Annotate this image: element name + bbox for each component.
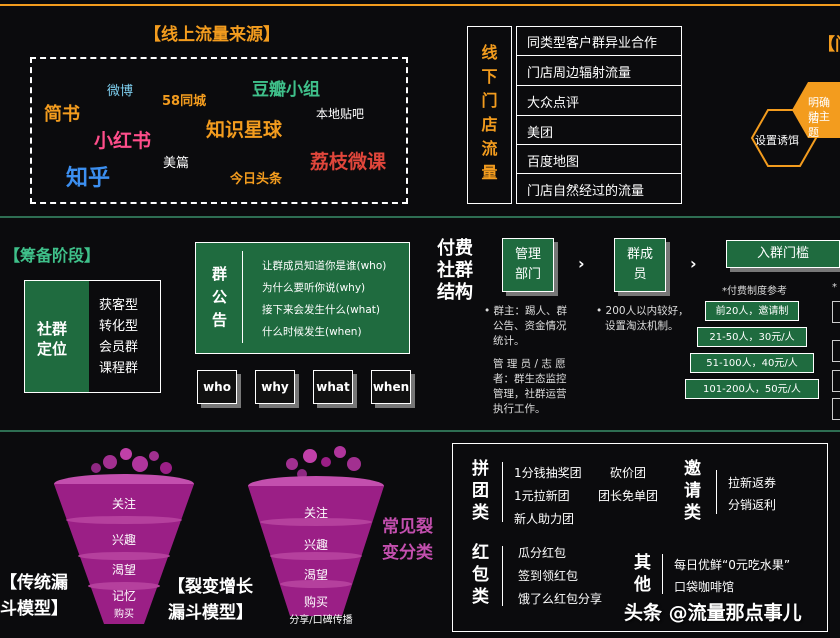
other-items: 每日优鲜“0元吃水果”口袋咖啡馆 (674, 558, 791, 594)
source-58: 58同城 (162, 94, 207, 109)
tag-why: why (255, 370, 295, 404)
offline-item: 大众点评 (517, 86, 681, 116)
hex-theme-l1: 明确活 (808, 96, 830, 125)
member-desc: • 200人以内较好， 设置淘汰机制。 (596, 305, 689, 332)
invite-divider (716, 470, 717, 514)
hex-theme-l2: 动主题 (808, 110, 830, 139)
other-divider (662, 554, 663, 594)
source-tieba: 本地贴吧 (316, 107, 365, 121)
fee-ref-label: *付费制度参考 (722, 286, 787, 297)
online-sources-box (30, 57, 408, 204)
hexagon-filled (792, 82, 840, 138)
online-title: 【线上流量来源】 (144, 25, 280, 45)
offline-item: 门店自然经过的流量 (527, 184, 645, 199)
source-douban: 豆瓣小组 (252, 80, 320, 100)
hex-bait-label: 设置诱饵 (755, 134, 799, 147)
traditional-funnel-title: 【传统漏斗模型】 (0, 573, 68, 619)
offline-label-box: 线下门店流量 (467, 26, 512, 204)
tier-box-cut (832, 340, 840, 362)
member-box: 群成员 (614, 238, 666, 292)
tier-box-cut (832, 370, 840, 392)
source-meipian: 美篇 (163, 156, 190, 171)
fission-stage-attention: 关注 (303, 506, 328, 520)
top-divider (0, 4, 840, 6)
fission-stage-share: 分享/口碑传播 (289, 615, 353, 626)
positioning-label: 社群定位 (37, 320, 68, 358)
announcement-box: 群公告 让群成员知道你是谁(who)为什么要听你说(why)接下来会发生什么(w… (195, 242, 410, 354)
tier-box-cut (832, 301, 840, 323)
fission-stage-interest: 兴趣 (303, 538, 328, 552)
source-zhihu: 知乎 (66, 166, 111, 191)
fission-funnel (248, 446, 384, 616)
divider-1 (0, 216, 840, 218)
hexagon-group (750, 82, 840, 167)
invite-type-label: 邀请类 (684, 459, 701, 523)
tier-box-cut (832, 398, 840, 420)
source-jianshu: 简书 (44, 104, 80, 125)
trad-stage-desire: 渴望 (111, 563, 136, 577)
offline-item: 同类型客户群异业合作 (517, 27, 681, 56)
common-fission-title: 常见裂变分类 (382, 517, 433, 563)
announcement-divider (242, 251, 243, 343)
partial-title: 【门 (818, 35, 840, 55)
traditional-funnel (54, 448, 194, 624)
arrow-2: › (690, 254, 697, 273)
fission-stage-desire: 渴望 (303, 568, 328, 582)
paid-title: 付费社群结构 (437, 238, 473, 303)
group-type-label: 拼团类 (472, 459, 489, 523)
fee-ref-cut: * (832, 282, 837, 293)
other-type-label: 其他 (634, 553, 651, 595)
fission-stage-purchase: 购买 (303, 595, 328, 609)
positioning-label-bg (25, 281, 89, 392)
positioning-box: 社群定位 获客型转化型会员群课程群 (24, 280, 161, 393)
trad-stage-attention: 关注 (111, 497, 136, 511)
group-divider (502, 462, 503, 522)
invite-items: 拉新返券分销返利 (728, 476, 777, 512)
offline-title: 线下门店流量 (481, 43, 498, 182)
tag-when: when (371, 370, 411, 404)
prep-title: 【筹备阶段】 (4, 246, 101, 265)
positioning-items: 获客型转化型会员群课程群 (99, 298, 139, 376)
tier-3: 51-100人，40元/人 (690, 353, 814, 373)
offline-item: 门店周边辐射流量 (517, 56, 681, 86)
offline-item: 美团 (517, 116, 681, 145)
redpack-items: 瓜分红包签到领红包饿了么红包分享 (518, 546, 603, 606)
source-weibo: 微博 (107, 84, 134, 99)
trad-stage-interest: 兴趣 (111, 533, 136, 547)
source-toutiao: 今日头条 (230, 172, 283, 187)
fission-funnel-title: 【裂变增长漏斗模型】 (168, 577, 253, 623)
redpack-divider (502, 546, 503, 606)
source-zhishixingqiu: 知识星球 (206, 119, 283, 141)
redpack-type-label: 红包类 (472, 543, 489, 607)
tier-4: 101-200人，50元/人 (685, 379, 819, 399)
tier-2: 21-50人，30元/人 (697, 327, 807, 347)
tier-1: 前20人，邀请制 (705, 301, 799, 321)
fission-types-box (452, 443, 828, 632)
tag-who: who (197, 370, 237, 404)
trad-stage-memory: 记忆 (111, 589, 136, 603)
offline-list: 同类型客户群异业合作 门店周边辐射流量 大众点评 美团 百度地图 门店自然经过的… (516, 26, 682, 204)
source-lizhi: 荔枝微课 (310, 151, 387, 173)
divider-2 (0, 430, 840, 432)
offline-item: 百度地图 (517, 145, 681, 174)
mgmt-dept-box: 管理部门 (502, 238, 554, 292)
group-col2: 砍价团团长免单团 (598, 466, 659, 503)
source-xiaohongshu: 小红书 (94, 130, 152, 152)
announcement-items: 让群成员知道你是谁(who)为什么要听你说(why)接下来会发生什么(what)… (262, 260, 387, 338)
trad-stage-purchase: 购买 (114, 609, 134, 620)
tag-what: what (313, 370, 353, 404)
arrow-1: › (578, 254, 585, 273)
watermark: 头条 @流量那点事儿 (624, 602, 802, 624)
announcement-bg (196, 243, 409, 353)
announcement-label: 群公告 (212, 265, 228, 329)
mgmt-desc: • 群主：踢人、群 公告、资金情况 统计。 管 理 员 / 志 愿 者：群生态监… (484, 305, 568, 415)
threshold-box: 入群门槛 (726, 240, 840, 268)
